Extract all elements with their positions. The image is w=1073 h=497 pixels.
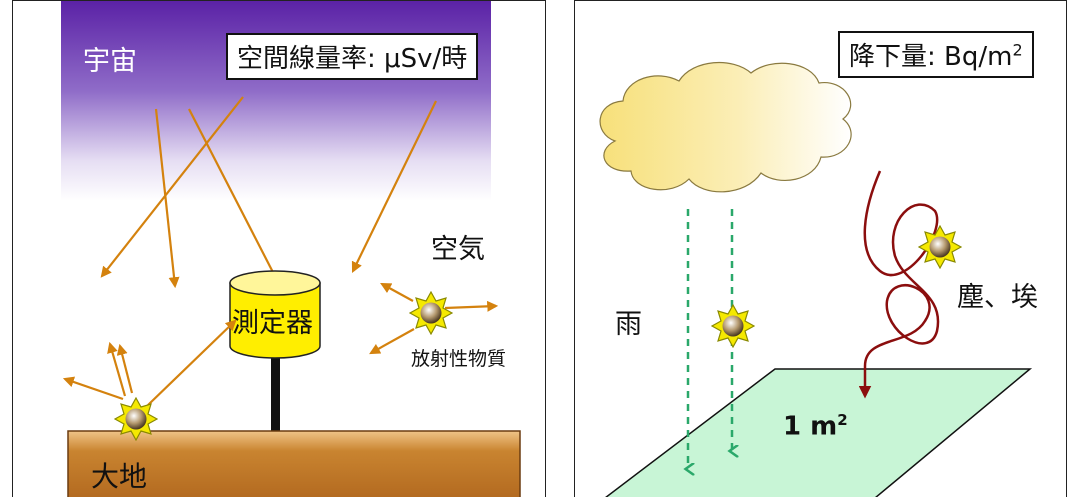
radioactive-particle-icon — [409, 291, 453, 335]
radioactive-substance-label: 放射性物質 — [411, 348, 507, 370]
right-panel-deposition: 降下量: Bq/m2 雨 塵、埃 1 m2 — [574, 0, 1067, 497]
air-emission-arrows — [369, 282, 499, 355]
space-region — [61, 1, 491, 201]
deposition-unit-label: 降下量: Bq/m2 — [838, 31, 1034, 78]
rain-label: 雨 — [615, 309, 642, 340]
deposition-unit-superscript: 2 — [1012, 40, 1023, 60]
dust-label: 塵、埃 — [957, 282, 1038, 313]
dust-trajectory — [858, 170, 940, 399]
radioactive-particle-icon — [114, 397, 158, 441]
rain-cloud — [599, 61, 852, 193]
detector — [229, 270, 321, 359]
deposition-unit-text: 降下量: Bq/m — [849, 42, 1013, 72]
radioactive-particle-icon — [918, 225, 962, 269]
one-square-meter-plate — [605, 368, 1033, 497]
air-dose-rate-unit-label: 空間線量率: μSv/時 — [226, 33, 479, 80]
air-label: 空気 — [431, 234, 485, 265]
detector-pole — [271, 356, 280, 431]
left-panel-air-dose-rate: 宇宙 空間線量率: μSv/時 空気 測定器 放射性物質 大地 — [12, 0, 546, 497]
cosmic-ray-arrows — [100, 96, 437, 289]
detector-label: 測定器 — [232, 308, 313, 339]
ground — [67, 430, 521, 497]
area-label-superscript: 2 — [837, 411, 848, 429]
deposition-diagram — [599, 61, 1033, 497]
ground-label: 大地 — [91, 460, 148, 493]
ground-emission-arrows — [62, 319, 237, 406]
area-label-text: 1 m — [783, 411, 838, 442]
area-label: 1 m2 — [783, 411, 848, 442]
space-label: 宇宙 — [83, 46, 137, 77]
radioactive-particle-icon — [711, 304, 755, 348]
